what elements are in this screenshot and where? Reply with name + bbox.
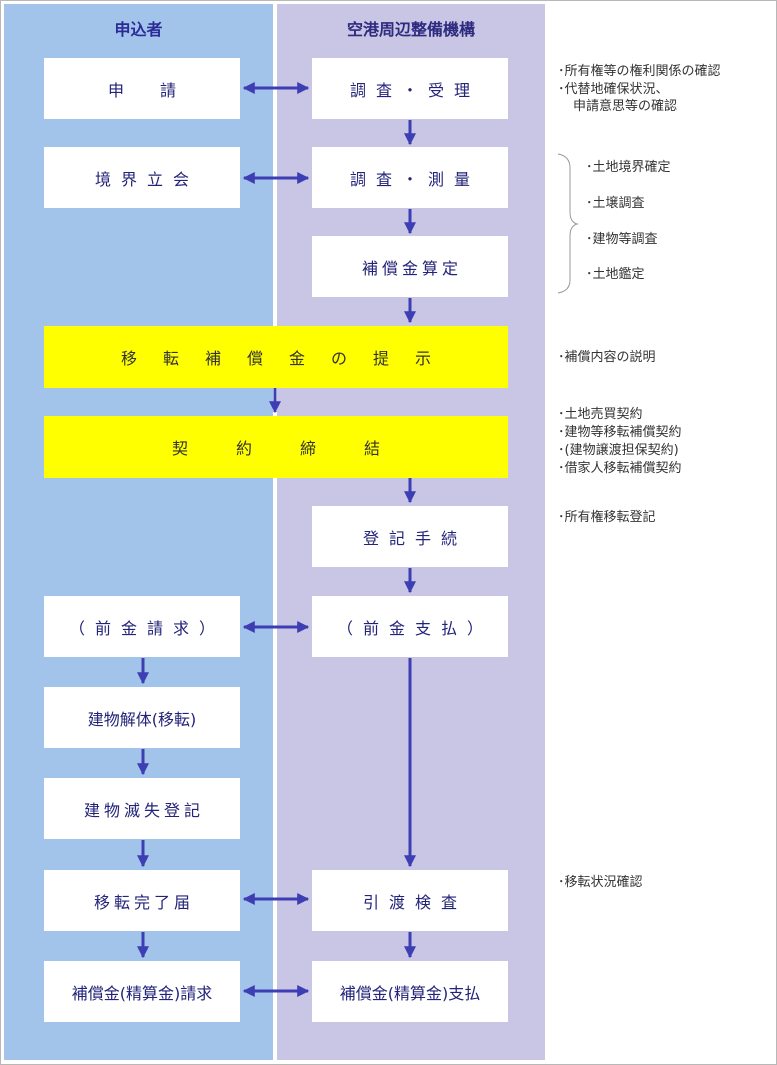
registration-box: 登記手続: [312, 506, 508, 567]
contract-note-1: ･土地売買契約: [558, 407, 643, 422]
receipt-box: 調査・受理: [312, 58, 508, 119]
receipt-note-2: ･代替地確保状況、: [558, 82, 669, 97]
calc-box: 補償金算定: [312, 236, 508, 297]
contract-band: 契約締結: [44, 416, 508, 478]
demolition-box: 建物解体(移転): [44, 687, 240, 748]
apply-box: 申 請: [44, 58, 240, 119]
contract-note-2: ･建物等移転補償契約: [558, 425, 682, 440]
offer-band: 移転補償金の提示: [44, 326, 508, 388]
survey-note-2: ･土壌調査: [586, 196, 645, 211]
handover-box: 引渡検査: [312, 870, 508, 931]
authority-column-title: 空港周辺整備機構: [346, 20, 475, 39]
receipt-note-3: 申請意思等の確認: [573, 99, 678, 114]
final-request-box: 補償金(精算金)請求: [44, 961, 240, 1022]
advance-payment-box: （前金支払）: [312, 596, 508, 657]
survey-box: 調査・測量: [312, 147, 508, 208]
completion-notice-box: 移転完了届: [44, 870, 240, 931]
offer-note-1: ･補償内容の説明: [558, 350, 656, 365]
survey-note-3: ･建物等調査: [586, 232, 658, 247]
boundary-box: 境界立会: [44, 147, 240, 208]
receipt-note-1: ･所有権等の権利関係の確認: [558, 64, 721, 79]
survey-notes-brace: [557, 153, 579, 294]
survey-note-4: ･土地鑑定: [586, 267, 645, 282]
final-payment-box: 補償金(精算金)支払: [312, 961, 508, 1022]
registration-note-1: ･所有権移転登記: [558, 510, 656, 525]
advance-request-box: （前金請求）: [44, 596, 240, 657]
handover-note-1: ･移転状況確認: [558, 875, 643, 890]
loss-registration-box: 建物滅失登記: [44, 778, 240, 839]
contract-note-3: ･(建物譲渡担保契約): [558, 443, 679, 458]
survey-note-1: ･土地境界確定: [586, 160, 671, 175]
contract-note-4: ･借家人移転補償契約: [558, 461, 682, 476]
applicant-column-title: 申込者: [114, 20, 163, 39]
